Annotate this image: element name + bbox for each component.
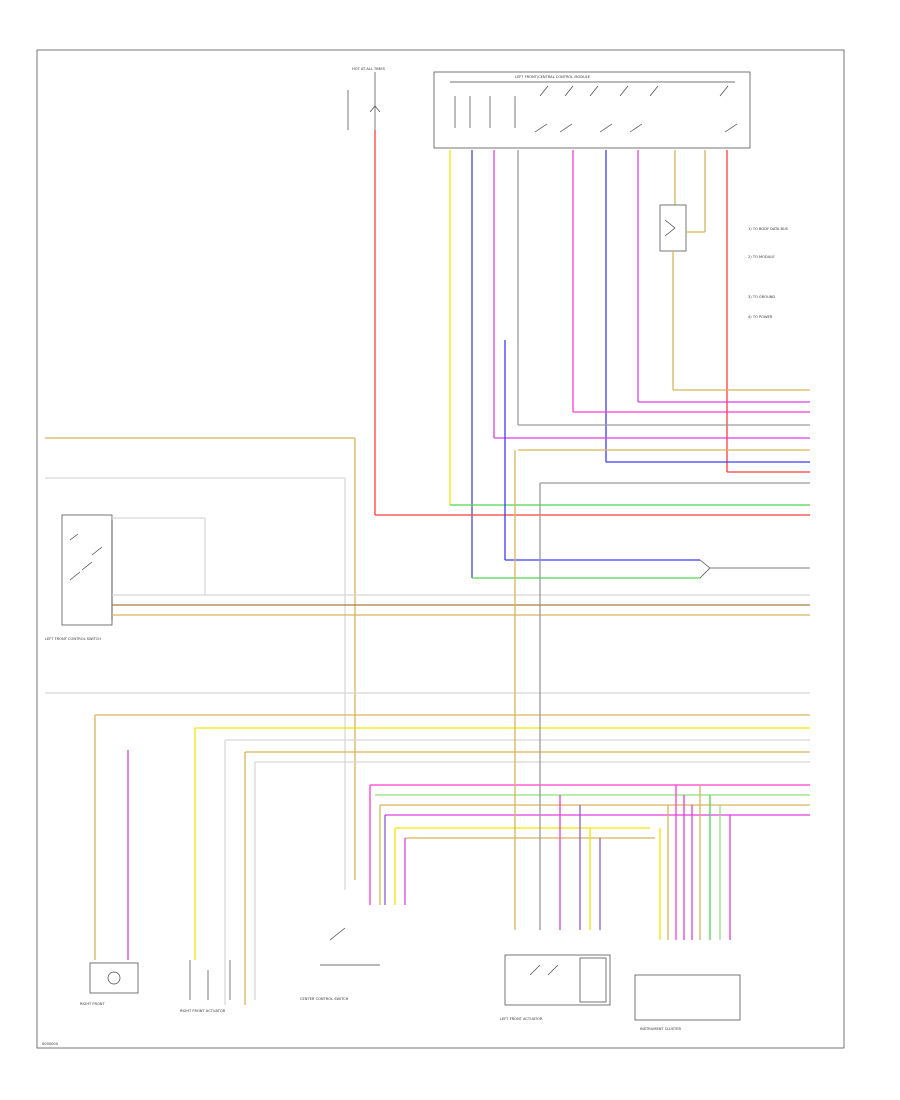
- legend: 1) TO BODY DATA BUS 2) TO MODULE 3) TO G…: [748, 227, 789, 319]
- bottom-right-bus: [369, 784, 810, 905]
- module-wires: [449, 150, 728, 578]
- svg-text:INSTRUMENT CLUSTER: INSTRUMENT CLUSTER: [640, 1027, 681, 1031]
- lower-bus: [45, 692, 810, 1005]
- svg-text:CENTER CONTROL SWITCH: CENTER CONTROL SWITCH: [300, 997, 349, 1001]
- svg-text:LEFT FRONT ACTUATOR: LEFT FRONT ACTUATOR: [500, 1017, 543, 1021]
- svg-text:3) TO GROUND: 3) TO GROUND: [748, 295, 775, 299]
- svg-text:RIGHT FRONT: RIGHT FRONT: [80, 1002, 105, 1006]
- svg-text:LEFT FRONT CONTROL SWITCH: LEFT FRONT CONTROL SWITCH: [45, 637, 101, 641]
- center-feeds: [514, 450, 601, 930]
- fuse-feed: HOT AT ALL TIMES: [347, 67, 386, 130]
- svg-text:1) TO BODY DATA BUS: 1) TO BODY DATA BUS: [748, 227, 789, 231]
- right-front-lamp: RIGHT FRONT: [80, 962, 139, 1006]
- right-bus: [374, 130, 810, 516]
- svg-text:LEFT FRONT/CENTRAL CONTROL MOD: LEFT FRONT/CENTRAL CONTROL MODULE: [515, 75, 591, 79]
- left-feed: [45, 437, 356, 890]
- diagram-frame: [36, 49, 845, 1049]
- instrument-cluster: INSTRUMENT CLUSTER: [634, 974, 741, 1031]
- main-module: LEFT FRONT/CENTRAL CONTROL MODULE: [433, 71, 751, 149]
- relay: [659, 204, 810, 391]
- svg-text:4) TO POWER: 4) TO POWER: [748, 315, 773, 319]
- right-front-actuator: RIGHT FRONT ACTUATOR: [180, 960, 231, 1013]
- svg-text:2) TO MODULE: 2) TO MODULE: [748, 255, 775, 259]
- center-control-switch: CENTER CONTROL SWITCH: [300, 927, 380, 1001]
- bottom-left-note: 0000000: [42, 1042, 59, 1046]
- mid-branch: [472, 340, 810, 579]
- left-front-actuator: LEFT FRONT ACTUATOR: [500, 954, 611, 1021]
- left-control-switch: LEFT FRONT CONTROL SWITCH: [45, 514, 810, 641]
- right-module-drops: [659, 785, 731, 940]
- svg-text:RIGHT FRONT ACTUATOR: RIGHT FRONT ACTUATOR: [180, 1009, 226, 1013]
- svg-text:HOT AT ALL TIMES: HOT AT ALL TIMES: [352, 67, 386, 71]
